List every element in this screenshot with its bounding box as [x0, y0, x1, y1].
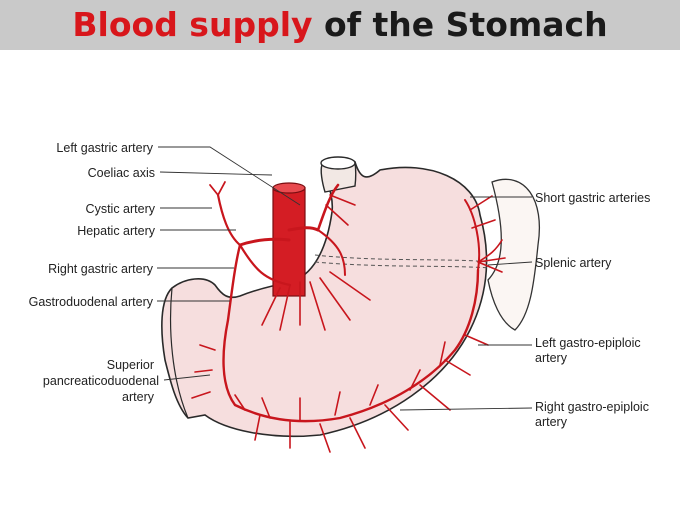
title-highlight: Blood supply: [72, 5, 313, 44]
stomach: [161, 161, 488, 438]
arteries: [209, 181, 506, 423]
wall-branches: [191, 194, 489, 453]
oesophagus-opening: [320, 156, 356, 170]
spleen: [487, 178, 540, 331]
label-right-gastric-artery: Right gastric artery: [48, 262, 153, 276]
label-superior-line3: artery: [122, 390, 154, 404]
aorta: [272, 187, 306, 297]
leader-lines: [157, 146, 533, 411]
label-right-gastro-epiploic-line2: artery: [535, 415, 567, 429]
label-superior-line1: Superior: [106, 358, 154, 372]
title-bar: [0, 0, 680, 50]
label-left-gastric-artery: Left gastric artery: [56, 141, 153, 155]
title-rest: of the Stomach: [312, 5, 608, 44]
label-left-gastro-epiploic-line1: Left gastro-epiploic: [535, 336, 641, 350]
label-hepatic-artery: Hepatic artery: [77, 224, 155, 238]
label-short-gastric-arteries: Short gastric arteries: [535, 191, 651, 205]
label-superior-line2: pancreaticoduodenal: [42, 374, 159, 388]
label-left-gastro-epiploic-line2: artery: [535, 351, 567, 365]
label-right-gastro-epiploic-line1: Right gastro-epiploic: [535, 400, 649, 414]
oesophagus: [320, 161, 357, 193]
duodenum: [169, 287, 189, 419]
label-coeliac-axis: Coeliac axis: [87, 166, 155, 180]
stomach-diagram: [157, 146, 540, 453]
page-title: Blood supply of the Stomach: [0, 4, 680, 46]
label-gastroduodenal-artery: Gastroduodenal artery: [28, 295, 153, 309]
label-cystic-artery: Cystic artery: [85, 202, 155, 216]
label-splenic-artery: Splenic artery: [535, 256, 612, 270]
splenic-course: [314, 254, 491, 263]
